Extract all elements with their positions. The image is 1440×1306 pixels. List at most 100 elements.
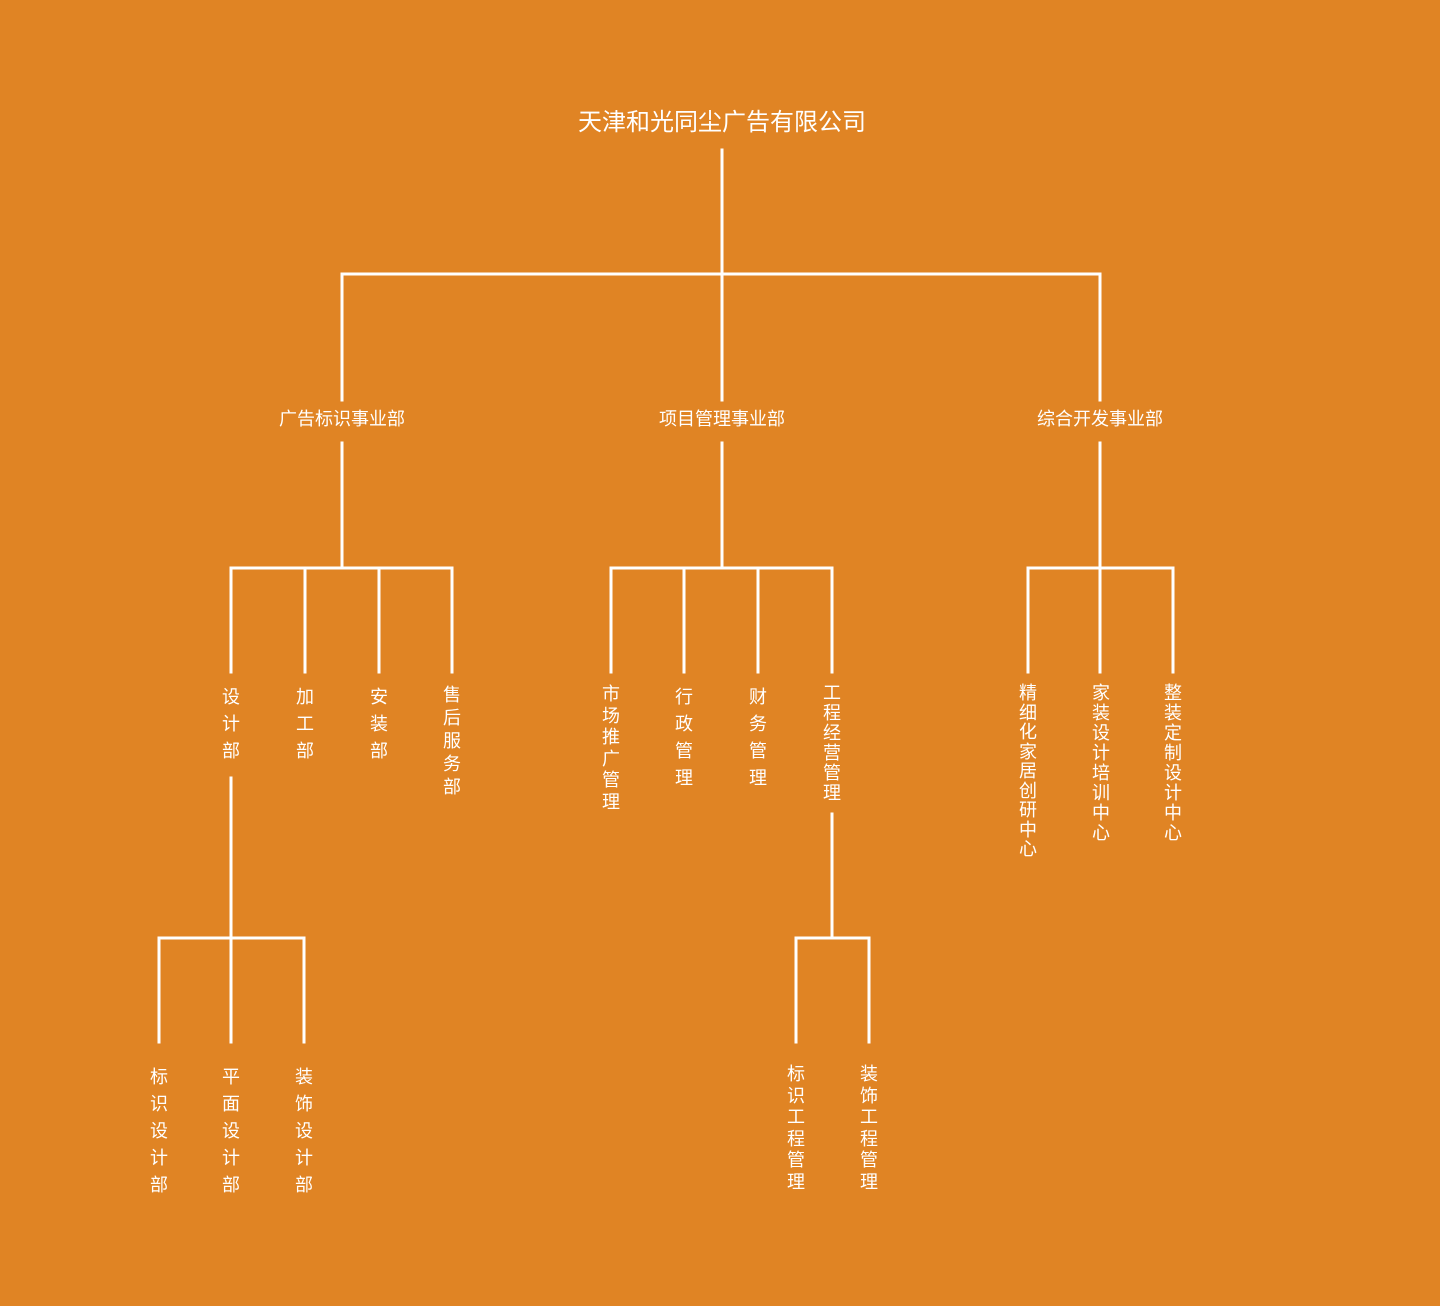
subunit-node-label: 标识设计部	[150, 1064, 168, 1199]
label-char: 程	[860, 1128, 878, 1150]
label-char: 标	[150, 1067, 168, 1088]
root-node-label: 天津和光同尘广告有限公司	[578, 108, 866, 136]
label-char: 装	[1164, 703, 1182, 724]
label-char: 部	[150, 1175, 168, 1196]
label-char: 训	[1092, 783, 1110, 804]
label-char: 设	[295, 1121, 313, 1142]
label-char: 经	[823, 723, 841, 744]
department-node-label: 家装设计培训中心	[1092, 684, 1110, 844]
label-char: 部	[443, 777, 461, 798]
label-char: 理	[675, 768, 693, 789]
label-char: 设	[222, 1121, 240, 1142]
label-char: 家	[1019, 741, 1037, 763]
label-char: 设	[1164, 763, 1182, 784]
label-char: 计	[295, 1148, 313, 1169]
label-char: 培	[1092, 763, 1110, 784]
label-char: 理	[787, 1171, 805, 1193]
label-char: 研	[1019, 800, 1037, 821]
label-char: 中	[1019, 819, 1037, 841]
division-node-label: 综合开发事业部	[1037, 409, 1163, 430]
label-char: 广	[602, 748, 620, 770]
label-char: 计	[222, 714, 240, 735]
label-char: 工	[860, 1107, 878, 1128]
label-char: 平	[222, 1067, 240, 1088]
label-char: 计	[1092, 743, 1110, 764]
label-char: 化	[1019, 722, 1037, 743]
department-node-label: 设计部	[222, 684, 240, 765]
label-char: 计	[1164, 783, 1182, 804]
label-char: 设	[150, 1121, 168, 1142]
label-char: 管	[787, 1150, 805, 1171]
department-node-label: 财务管理	[749, 684, 767, 792]
label-char: 管	[749, 741, 767, 762]
label-char: 工	[787, 1107, 805, 1128]
department-node-label: 市场推广管理	[602, 684, 620, 813]
label-char: 财	[749, 687, 767, 708]
label-char: 工	[296, 714, 314, 735]
subunit-node-label: 标识工程管理	[787, 1064, 805, 1193]
label-char: 居	[1019, 761, 1037, 782]
label-char: 识	[150, 1094, 168, 1115]
label-char: 心	[1092, 823, 1110, 844]
subunit-node-label: 装饰设计部	[295, 1064, 313, 1199]
label-char: 制	[1164, 743, 1182, 764]
label-char: 装	[1092, 703, 1110, 724]
label-char: 装	[295, 1067, 313, 1088]
label-char: 细	[1019, 702, 1037, 724]
division-node-label: 广告标识事业部	[279, 409, 405, 430]
label-char: 部	[295, 1175, 313, 1196]
label-char: 管	[860, 1150, 878, 1171]
label-char: 售	[443, 685, 461, 706]
department-node-label: 整装定制设计中心	[1164, 684, 1182, 844]
label-char: 管	[602, 770, 620, 791]
division-node-label: 项目管理事业部	[659, 409, 785, 430]
label-char: 营	[823, 743, 841, 764]
label-char: 中	[1164, 803, 1182, 824]
label-char: 部	[370, 741, 388, 762]
label-char: 部	[222, 741, 240, 762]
label-char: 服	[443, 731, 461, 752]
label-char: 创	[1019, 780, 1037, 802]
label-char: 程	[787, 1128, 805, 1150]
label-char: 安	[370, 687, 388, 708]
label-char: 管	[823, 763, 841, 784]
label-char: 行	[675, 687, 693, 708]
department-node-label: 安装部	[370, 684, 388, 765]
subunit-node-label: 平面设计部	[222, 1064, 240, 1199]
label-char: 部	[296, 741, 314, 762]
label-char: 设	[222, 687, 240, 708]
label-char: 务	[749, 714, 767, 735]
label-char: 工	[823, 683, 841, 704]
label-char: 计	[150, 1148, 168, 1169]
label-char: 市	[602, 684, 620, 705]
label-char: 理	[749, 768, 767, 789]
label-char: 整	[1164, 683, 1182, 704]
label-char: 标	[787, 1064, 805, 1085]
label-char: 理	[602, 791, 620, 813]
label-char: 饰	[860, 1085, 878, 1107]
label-char: 心	[1019, 839, 1037, 860]
label-char: 程	[823, 703, 841, 724]
label-char: 务	[443, 754, 461, 775]
label-char: 设	[1092, 723, 1110, 744]
label-char: 心	[1164, 823, 1182, 844]
label-char: 精	[1019, 683, 1037, 704]
label-char: 加	[296, 687, 314, 708]
department-node-label: 工程经营管理	[823, 684, 841, 804]
label-char: 面	[222, 1094, 240, 1115]
department-node-label: 售后服务部	[443, 684, 461, 799]
department-node-label: 加工部	[296, 684, 314, 765]
label-char: 场	[602, 705, 620, 727]
label-char: 理	[823, 783, 841, 804]
label-char: 饰	[295, 1094, 313, 1115]
label-char: 管	[675, 741, 693, 762]
label-char: 装	[860, 1064, 878, 1085]
subunit-node-label: 装饰工程管理	[860, 1064, 878, 1193]
label-char: 定	[1164, 723, 1182, 744]
label-char: 识	[787, 1085, 805, 1107]
label-char: 中	[1092, 803, 1110, 824]
label-char: 计	[222, 1148, 240, 1169]
label-char: 家	[1092, 683, 1110, 704]
